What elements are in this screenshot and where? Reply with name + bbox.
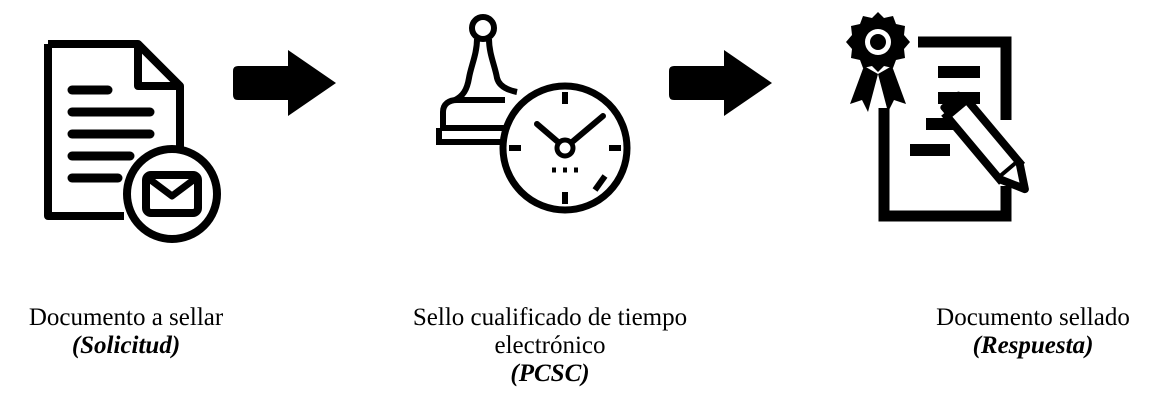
step-2-subtitle: (PCSC) — [510, 360, 590, 387]
step-1-caption: Documento a sellar (Solicitud) — [4, 304, 248, 360]
step-3-title: Documento sellado — [936, 304, 1130, 331]
step-1-subtitle: (Solicitud) — [71, 332, 181, 359]
step-2-title-line2: electrónico — [494, 332, 606, 359]
document-envelope-icon — [44, 40, 221, 243]
step-2-caption: Sello cualificado de tiempo electrónico … — [400, 304, 700, 388]
step-2-title-line1: Sello cualificado de tiempo — [412, 304, 688, 331]
stamp-clock-icon — [436, 14, 631, 214]
step-1-title: Documento a sellar — [28, 304, 224, 331]
arrow-right-icon — [669, 50, 772, 116]
certificate-pen-icon — [846, 12, 1029, 222]
arrow-right-icon — [233, 50, 336, 116]
step-3-caption: Documento sellado (Respuesta) — [900, 304, 1166, 360]
step-3-subtitle: (Respuesta) — [972, 332, 1094, 359]
